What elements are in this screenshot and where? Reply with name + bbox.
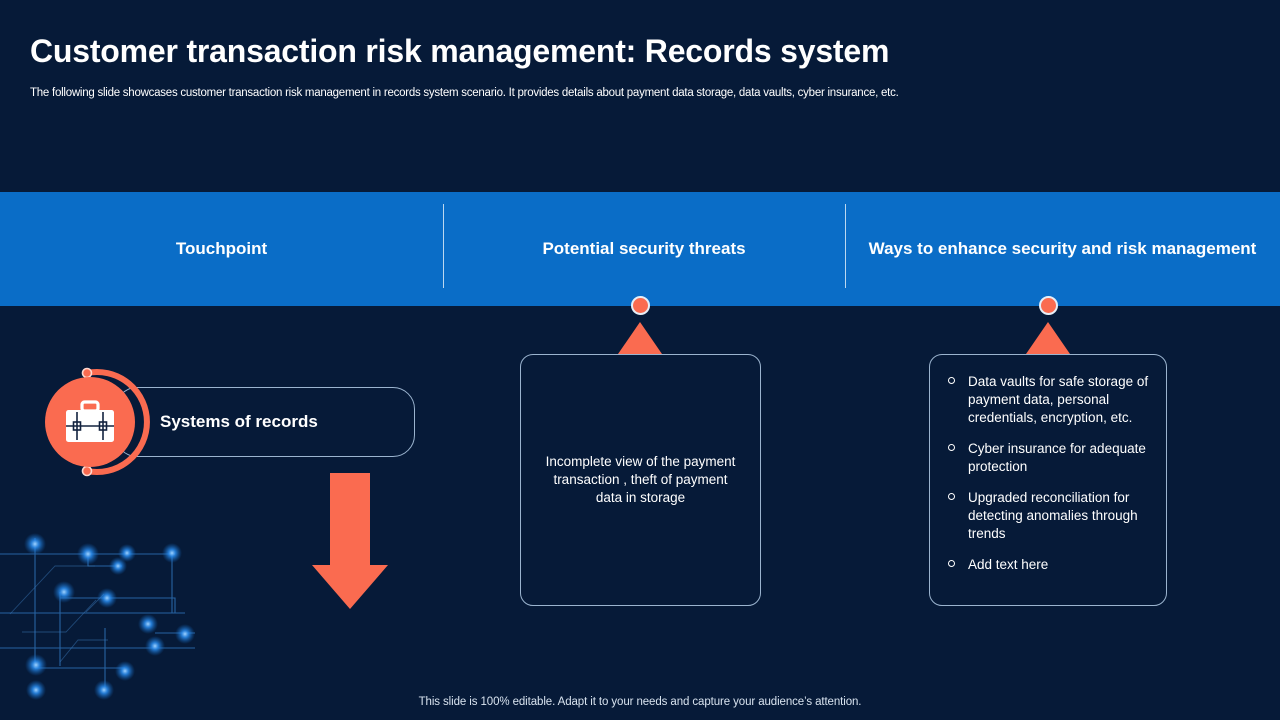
connector-triangle-threats — [618, 322, 662, 354]
bullet-circle-icon — [948, 493, 955, 500]
list-item: Add text here — [944, 556, 1152, 574]
header-divider-1 — [443, 204, 444, 288]
column-header-threats: Potential security threats — [443, 192, 845, 306]
touchpoint-icon-circle — [45, 377, 135, 467]
list-item-text: Cyber insurance for adequate protection — [968, 441, 1146, 474]
bullet-circle-icon — [948, 444, 955, 451]
list-item-text: Upgraded reconciliation for detecting an… — [968, 490, 1138, 541]
touchpoint-arc — [81, 367, 150, 477]
list-item-text: Data vaults for safe storage of payment … — [968, 374, 1149, 425]
header-divider-2 — [845, 204, 846, 288]
touchpoint-label: Systems of records — [160, 412, 318, 431]
list-item-text: Add text here — [968, 557, 1049, 572]
circuit-network-graphic — [0, 533, 195, 700]
column-header-enhancements-label: Ways to enhance security and risk manage… — [868, 239, 1257, 258]
briefcase-icon — [66, 400, 114, 442]
footer-note: This slide is 100% editable. Adapt it to… — [418, 696, 862, 708]
bullet-circle-icon — [948, 377, 955, 384]
page-title: Customer transaction risk management: Re… — [30, 33, 890, 69]
list-item: Upgraded reconciliation for detecting an… — [944, 489, 1152, 543]
touchpoint-card[interactable]: Systems of records — [115, 387, 415, 457]
column-header-threats-label: Potential security threats — [542, 239, 746, 258]
bullet-circle-icon — [948, 560, 955, 567]
connector-triangle-enhancements — [1026, 322, 1070, 354]
list-item: Cyber insurance for adequate protection — [944, 440, 1152, 476]
enhancements-list: Data vaults for safe storage of payment … — [944, 373, 1152, 574]
page-subtitle: The following slide showcases customer t… — [30, 87, 899, 99]
connector-dot-enhancements — [1039, 296, 1058, 315]
touchpoint-icon-group — [40, 360, 160, 484]
column-header-enhancements: Ways to enhance security and risk manage… — [845, 192, 1280, 306]
connector-dot-threats — [631, 296, 650, 315]
header-band: Touchpoint Potential security threats Wa… — [0, 192, 1280, 306]
column-header-touchpoint: Touchpoint — [0, 192, 443, 306]
column-header-touchpoint-label: Touchpoint — [175, 239, 268, 258]
enhancements-card: Data vaults for safe storage of payment … — [929, 354, 1167, 606]
down-arrow-icon — [312, 473, 388, 609]
threats-card: Incomplete view of the payment transacti… — [520, 354, 761, 606]
threats-text: Incomplete view of the payment transacti… — [545, 454, 736, 505]
list-item: Data vaults for safe storage of payment … — [944, 373, 1152, 427]
